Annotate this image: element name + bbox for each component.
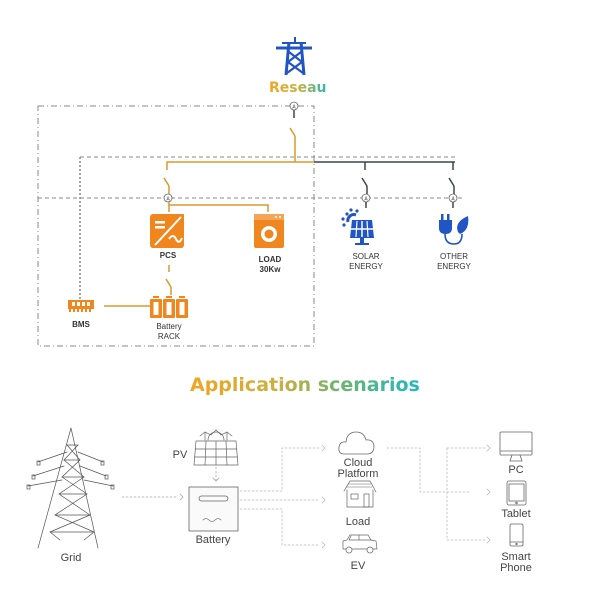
svg-text:A: A [451, 197, 455, 203]
pc-monitor-icon [499, 431, 533, 462]
pv-label: PV [172, 449, 188, 461]
ev-label: EV [350, 560, 366, 572]
battery-cabinet-icon [188, 486, 239, 532]
smartphone-label: Smart Phone [494, 552, 538, 574]
tablet-label: Tablet [501, 508, 531, 520]
pcs-load-link [168, 202, 269, 212]
meter-icon-main [289, 101, 299, 111]
solar-label-line1: SOLAR [352, 252, 380, 261]
pc-label: PC [508, 464, 524, 476]
car-icon [342, 534, 378, 554]
ess-boundary [37, 105, 315, 347]
grid-tower-icon [26, 427, 115, 549]
load-label-line1: LOAD [258, 255, 282, 264]
other-label: OTHER ENERGY [432, 252, 476, 272]
bus-orange [166, 161, 314, 170]
cloud-label-line2: Platform [337, 468, 379, 480]
smartphone-icon [509, 523, 524, 547]
phone-label-line1: Smart [501, 551, 531, 563]
phone-label-line2: Phone [500, 562, 532, 574]
pcs-label: PCS [159, 251, 177, 260]
load-label: LOAD 30Kw [250, 255, 290, 275]
grid-label: Grid [60, 552, 82, 564]
transmission-tower-icon [276, 37, 312, 76]
switch-battery [165, 278, 172, 288]
inverter-icon [150, 214, 184, 248]
meter-icon-pcs [163, 193, 173, 203]
tablet-icon [506, 480, 527, 506]
bms-label: BMS [72, 320, 90, 329]
cloud-label-line1: Cloud [343, 457, 373, 469]
plug-leaf-icon [439, 214, 469, 245]
svg-text:A: A [364, 197, 368, 203]
battery-rack-label-line2: RACK [157, 332, 181, 341]
cloud-icon [338, 431, 375, 455]
section-title: Application scenarios [190, 374, 420, 396]
svg-text:A: A [166, 197, 170, 203]
load-label-line2: 30Kw [259, 265, 281, 274]
pv-panel-icon [193, 429, 239, 466]
grid-title: Reseau [269, 80, 327, 96]
other-label-line2: ENERGY [437, 262, 471, 271]
switch-solar [361, 177, 368, 187]
solar-label: SOLAR ENERGY [344, 252, 388, 272]
battery-rack-label: Battery RACK [148, 322, 190, 342]
memory-module-icon [68, 300, 94, 312]
other-label-line1: OTHER [440, 252, 468, 261]
cloud-platform-label: Cloud Platform [332, 458, 384, 480]
flow-battery-outputs [239, 447, 321, 546]
battery-rack-label-line1: Battery [156, 322, 182, 331]
washing-machine-icon [254, 214, 284, 248]
switch-other [448, 177, 455, 187]
battery-label: Battery [195, 534, 231, 546]
flow-cloud-devices [386, 447, 486, 541]
switch-pcs [163, 177, 170, 187]
house-icon [343, 480, 377, 508]
load-label-bottom: Load [345, 516, 371, 528]
battery-rack-icon [150, 296, 188, 318]
switch-main [289, 127, 296, 137]
meter-symbol: A [292, 105, 296, 111]
solar-panel-icon [341, 208, 374, 245]
solar-label-line2: ENERGY [349, 262, 383, 271]
